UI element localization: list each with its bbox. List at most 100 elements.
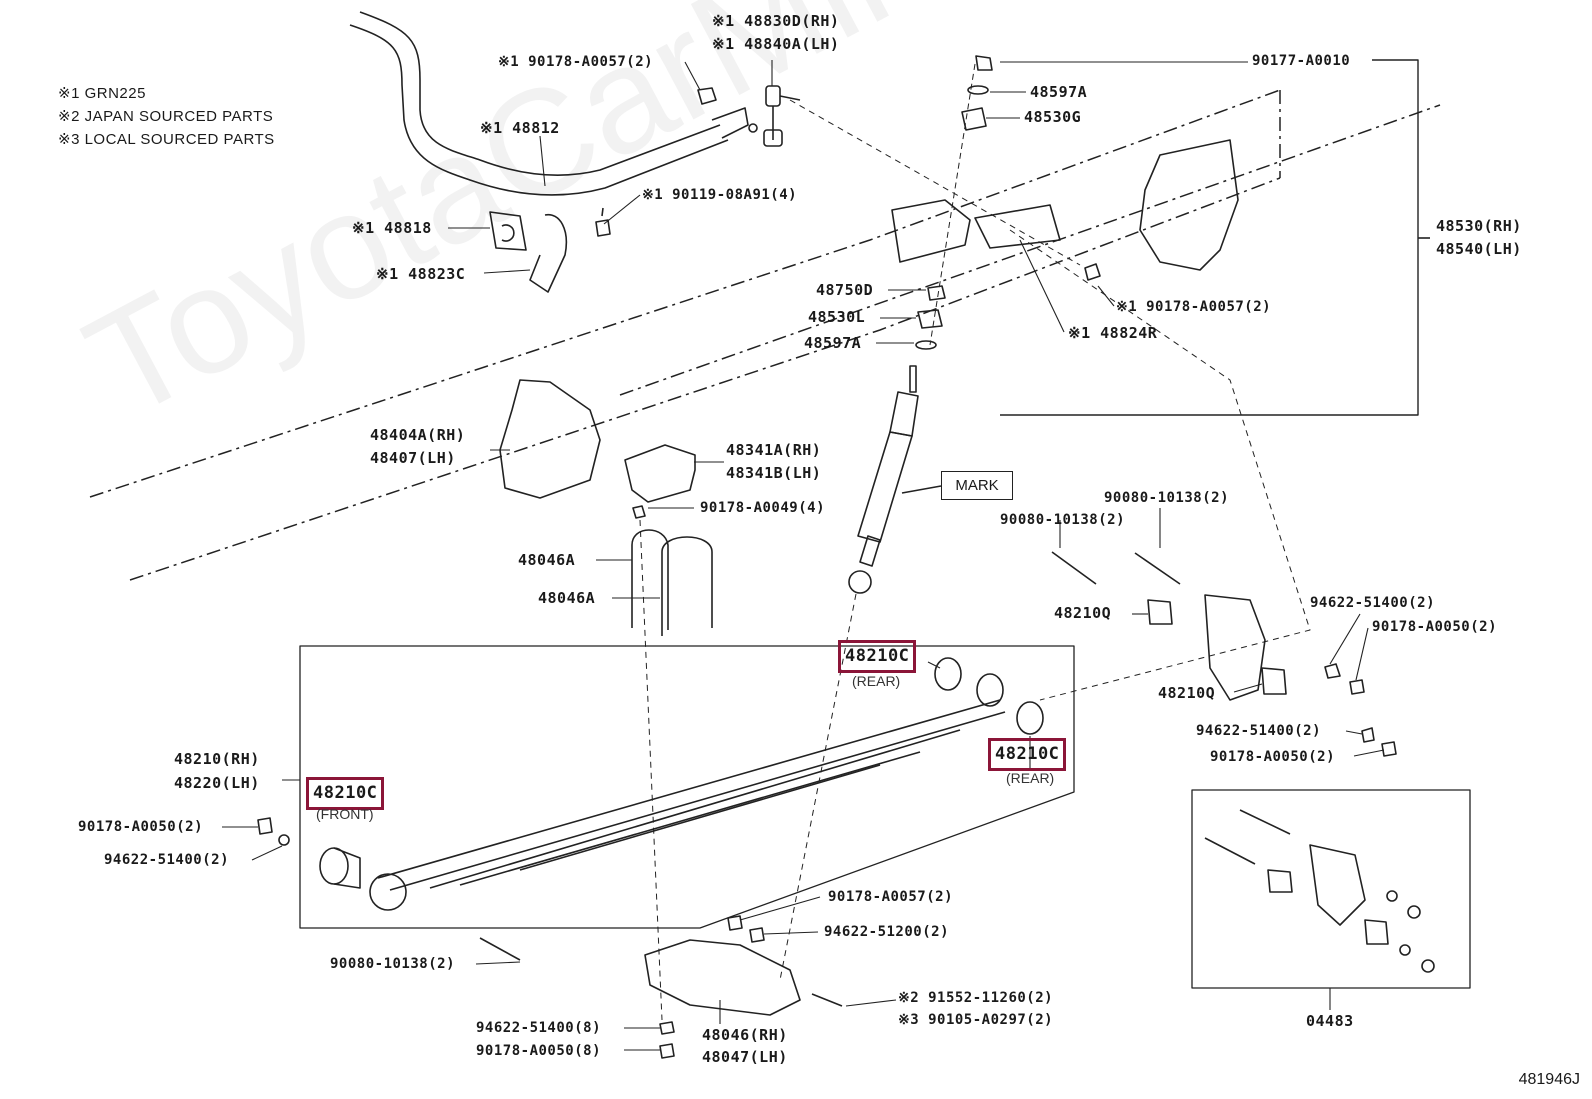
legend-line-3: ※3 LOCAL SOURCED PARTS xyxy=(58,131,275,148)
label-48597a-top[interactable]: 48597A xyxy=(1030,83,1088,101)
label-94622-51200[interactable]: 94622-51200(2) xyxy=(824,924,950,940)
washer-48597a-top xyxy=(967,85,989,95)
bushing-48530l xyxy=(917,309,943,329)
label-91552-11260[interactable]: ※2 91552-11260(2) xyxy=(898,990,1054,1006)
rear-shackle xyxy=(1051,551,1397,757)
label-90080-10138-b[interactable]: 90080-10138(2) xyxy=(1000,512,1126,528)
bracket-48823c xyxy=(529,214,567,293)
label-90080-10138-a[interactable]: 90080-10138(2) xyxy=(1104,490,1230,506)
label-48530-rh[interactable]: 48530(RH) xyxy=(1436,217,1522,235)
bushing-48210c-rear-1 xyxy=(934,657,962,691)
label-48824r[interactable]: ※1 48824R xyxy=(1068,324,1158,342)
label-48407-lh[interactable]: 48407(LH) xyxy=(370,449,456,467)
label-94622-51400-c[interactable]: 94622-51400(2) xyxy=(104,852,230,868)
label-48830d[interactable]: ※1 48830D(RH) xyxy=(712,12,840,30)
label-90105-a0297[interactable]: ※3 90105-A0297(2) xyxy=(898,1012,1054,1028)
label-48341b-lh[interactable]: 48341B(LH) xyxy=(726,464,822,482)
label-48750d[interactable]: 48750D xyxy=(816,281,874,299)
bumper-48341a xyxy=(624,444,696,503)
label-48210c-front: 48210C xyxy=(313,783,378,803)
label-90177-a0010[interactable]: 90177-A0010 xyxy=(1252,53,1351,69)
bracket-48404a xyxy=(499,379,601,499)
stabilizer-link-48830d xyxy=(748,85,801,147)
label-90080-10138-c[interactable]: 90080-10138(2) xyxy=(330,956,456,972)
nut-90178-a0049 xyxy=(632,505,646,519)
spring-seat-48046 xyxy=(644,939,801,1016)
label-48210-rh[interactable]: 48210(RH) xyxy=(174,750,260,768)
kit-04483-box xyxy=(1191,789,1471,989)
nut-90177 xyxy=(975,55,993,71)
front-nut-90178 xyxy=(257,817,273,835)
nut-90178-a0057-top xyxy=(697,87,717,105)
nut-90178-a0057-mid xyxy=(1084,263,1101,281)
label-48540-lh[interactable]: 48540(LH) xyxy=(1436,240,1522,258)
label-48812[interactable]: ※1 48812 xyxy=(480,119,560,137)
stabilizer-bar-48812 xyxy=(349,11,749,196)
bolt-90119 xyxy=(595,207,611,237)
label-48530l[interactable]: 48530L xyxy=(808,308,866,326)
footnote-legend: ※1 GRN225 ※2 JAPAN SOURCED PARTS ※3 LOCA… xyxy=(58,82,275,151)
bushing-48818 xyxy=(489,211,527,251)
label-90178-a0050-d[interactable]: 90178-A0050(8) xyxy=(476,1043,602,1059)
label-front: (FRONT) xyxy=(316,806,374,822)
spring-assembly-box xyxy=(299,645,1075,929)
label-48823c[interactable]: ※1 48823C xyxy=(376,265,466,283)
label-90178-a0057-bot[interactable]: 90178-A0057(2) xyxy=(828,889,954,905)
label-04483[interactable]: 04483 xyxy=(1306,1012,1354,1030)
leaf-spring xyxy=(319,699,1006,911)
label-48047-lh[interactable]: 48047(LH) xyxy=(702,1048,788,1066)
legend-line-1: ※1 GRN225 xyxy=(58,85,146,102)
diagram-id: 481946J xyxy=(1518,1071,1580,1088)
washer-48750d xyxy=(927,285,946,301)
label-48210q-2[interactable]: 48210Q xyxy=(1158,684,1216,702)
label-48046a-1[interactable]: 48046A xyxy=(518,551,576,569)
label-48818[interactable]: ※1 48818 xyxy=(352,219,432,237)
label-48210q-1[interactable]: 48210Q xyxy=(1054,604,1112,622)
shock-axis xyxy=(929,63,976,346)
shock-absorber xyxy=(848,365,919,594)
legend-line-2: ※2 JAPAN SOURCED PARTS xyxy=(58,108,274,125)
washer-94622-51200 xyxy=(749,927,765,943)
label-94622-51400-b[interactable]: 94622-51400(2) xyxy=(1196,723,1322,739)
label-90178-a0057-top[interactable]: ※1 90178-A0057(2) xyxy=(498,54,654,70)
shock-bracket xyxy=(891,199,1061,263)
label-48220-lh[interactable]: 48220(LH) xyxy=(174,774,260,792)
label-48210c-rear-2: 48210C xyxy=(995,744,1060,764)
label-90178-a0050-a[interactable]: 90178-A0050(2) xyxy=(1372,619,1498,635)
bolt-90080-bottom xyxy=(479,937,521,961)
label-90119-08a91[interactable]: ※1 90119-08A91(4) xyxy=(642,187,798,203)
highlight-48210c-rear-1[interactable]: 48210C xyxy=(838,640,917,673)
label-48404a-rh[interactable]: 48404A(RH) xyxy=(370,426,466,444)
washer-48597a-bot xyxy=(915,340,937,350)
label-rear-2: (REAR) xyxy=(1006,770,1055,786)
label-48046a-2[interactable]: 48046A xyxy=(538,589,596,607)
label-rear-1: (REAR) xyxy=(852,673,901,689)
highlight-48210c-front[interactable]: 48210C xyxy=(306,777,385,810)
bushing-48210c-rear-3 xyxy=(1016,701,1044,735)
mark-pointer xyxy=(901,485,942,494)
kit-04483-parts xyxy=(1204,809,1435,973)
label-90178-a0050-b[interactable]: 90178-A0050(2) xyxy=(1210,749,1336,765)
label-48341a-rh[interactable]: 48341A(RH) xyxy=(726,441,822,459)
label-90178-a0049[interactable]: 90178-A0049(4) xyxy=(700,500,826,516)
bracket-48530 xyxy=(1139,139,1239,271)
highlight-48210c-rear-2[interactable]: 48210C xyxy=(988,738,1067,771)
label-94622-51400-d[interactable]: 94622-51400(8) xyxy=(476,1020,602,1036)
bolt-91552 xyxy=(811,993,843,1007)
label-94622-51400-a[interactable]: 94622-51400(2) xyxy=(1310,595,1436,611)
label-48530g[interactable]: 48530G xyxy=(1024,108,1082,126)
label-48597a-bot[interactable]: 48597A xyxy=(804,334,862,352)
label-48840a[interactable]: ※1 48840A(LH) xyxy=(712,35,840,53)
nut-90178-a0057-bot xyxy=(727,915,743,931)
label-90178-a0050-c[interactable]: 90178-A0050(2) xyxy=(78,819,204,835)
nut-bottom-94622 xyxy=(659,1021,675,1035)
front-washer-94622 xyxy=(278,834,290,846)
label-48046-rh[interactable]: 48046(RH) xyxy=(702,1026,788,1044)
label-90178-a0057-mid[interactable]: ※1 90178-A0057(2) xyxy=(1116,299,1272,315)
label-48210c-rear-1: 48210C xyxy=(845,646,910,666)
guide-lines xyxy=(639,99,1311,1021)
mark-callout: MARK xyxy=(941,471,1013,500)
frame-rail xyxy=(89,89,1441,581)
